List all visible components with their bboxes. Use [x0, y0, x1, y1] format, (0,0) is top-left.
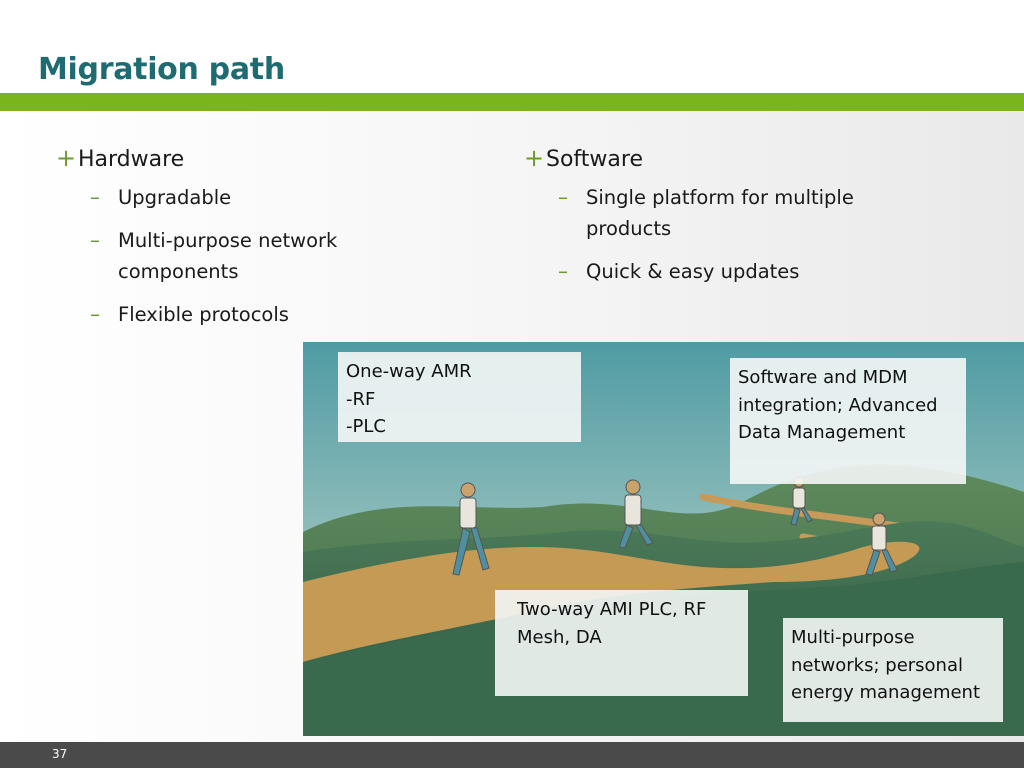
- list-item: – Single platform for multiple products: [558, 182, 924, 244]
- dash-icon: –: [90, 185, 100, 209]
- callout-multi-purpose-networks: Multi-purpose networks; personal energy …: [783, 618, 1003, 722]
- slide-footer: 37: [0, 742, 1024, 768]
- software-column: + Software – Single platform for multipl…: [524, 144, 924, 299]
- migration-path-illustration: One-way AMR -RF -PLC Software and MDM in…: [303, 342, 1024, 736]
- list-item: – Quick & easy updates: [558, 256, 924, 287]
- list-item-text: Flexible protocols: [118, 303, 289, 326]
- software-heading: Software: [546, 147, 643, 172]
- callout-two-way-ami: Two-way AMI PLC, RF Mesh, DA: [495, 590, 748, 696]
- list-item-text: Single platform for multiple products: [586, 186, 854, 240]
- callout-software-mdm: Software and MDM integration; Advanced D…: [730, 358, 966, 484]
- list-item: – Flexible protocols: [90, 299, 436, 330]
- callout-one-way-amr: One-way AMR -RF -PLC: [338, 352, 581, 442]
- dash-icon: –: [90, 228, 100, 252]
- list-item-text: Upgradable: [118, 186, 232, 209]
- dash-icon: –: [558, 185, 568, 209]
- list-item-text: Multi-purpose network components: [118, 229, 338, 283]
- list-item: – Multi-purpose network components: [90, 225, 436, 287]
- dash-icon: –: [90, 302, 100, 326]
- plus-icon: +: [524, 144, 545, 172]
- list-item: – Upgradable: [90, 182, 436, 213]
- hardware-column: + Hardware – Upgradable – Multi-purpose …: [56, 144, 436, 342]
- list-item-text: Quick & easy updates: [586, 260, 800, 283]
- dash-icon: –: [558, 259, 568, 283]
- software-heading-row: + Software: [524, 144, 924, 172]
- plus-icon: +: [56, 144, 77, 172]
- page-number: 37: [52, 747, 68, 761]
- slide-title: Migration path: [38, 52, 285, 87]
- hardware-heading-row: + Hardware: [56, 144, 436, 172]
- hardware-heading: Hardware: [78, 147, 185, 172]
- title-accent-bar: [0, 93, 1024, 111]
